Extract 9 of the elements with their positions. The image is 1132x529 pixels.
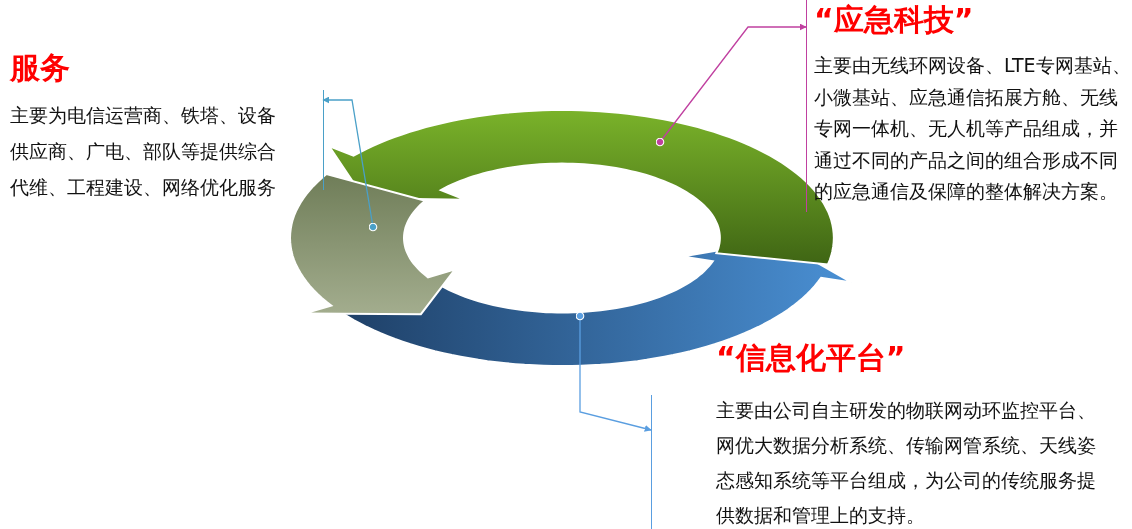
heading: “信息化平台”	[716, 340, 906, 376]
leader-line	[575, 311, 652, 432]
description-text: 主要由公司自主研发的物联网动环监控平台、网优大数据分析系统、传输网管系统、天线姿态感知系统等平台组成，为公司的传统服务提供数据和管理上的支持。	[716, 398, 1097, 528]
description-text: 主要为电信运营商、铁塔、设备供应商、广电、部队等提供综合代维、工程建设、网络优化服务	[10, 103, 277, 200]
heading: 服务	[10, 50, 70, 86]
leader-line	[322, 96, 378, 232]
leader-line	[655, 23, 807, 147]
description-text: 主要由无线环网设备、LTE专网基站、小微基站、应急通信拓展方舱、无线专网一体机、无人机等产品组成，并通过不同的产品之间的组合形成不同的应急通信及保障的整体解决方案。	[814, 53, 1132, 204]
heading: “应急科技”	[814, 2, 974, 38]
